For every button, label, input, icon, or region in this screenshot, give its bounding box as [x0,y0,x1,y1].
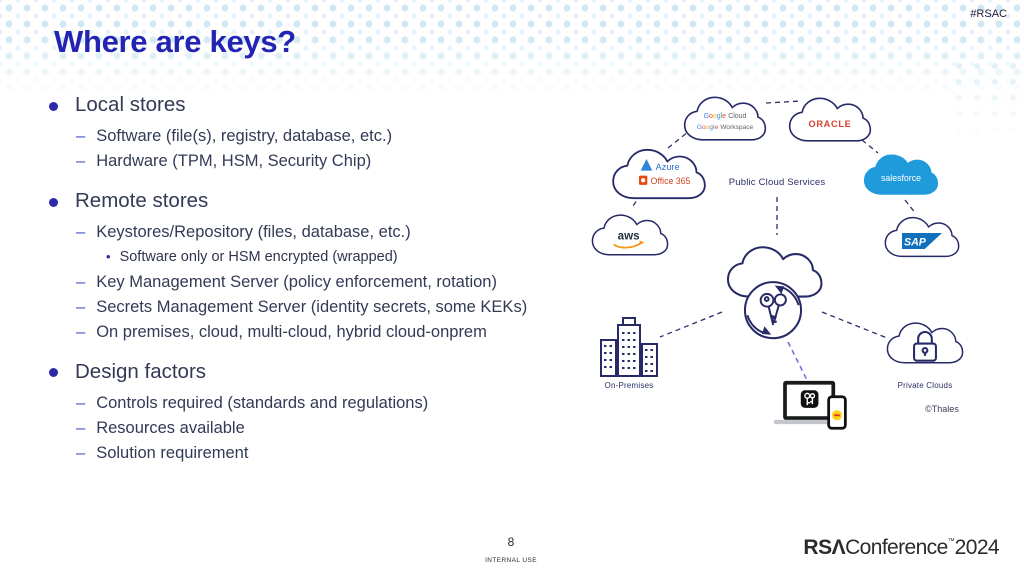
sub-item-text: Hardware (TPM, HSM, Security Chip) [96,152,372,170]
azure-cloud-icon: Azure Office 365 [612,148,706,200]
thales-credit: ©Thales [925,404,959,414]
bullet-local-stores: Local stores [46,92,621,118]
padlock-icon [913,330,937,362]
key-app-glyph [804,392,816,406]
sub-item: Key Management Server (policy enforcemen… [76,270,621,295]
bullet-label: Remote stores [75,189,209,212]
sap-cloud-icon: SAP [884,216,960,258]
connector-key-onprem [659,311,723,338]
key-app-icon [800,390,819,408]
hashtag-label: #RSAC [970,8,1007,20]
connector-key-devices [787,341,809,383]
dotted-pattern [0,0,1024,96]
on-premises-icon [600,317,658,377]
sub-item: Secrets Management Server (identity secr… [76,295,621,320]
page-title: Where are keys? [54,24,296,59]
azure-logo-icon [640,159,653,171]
phone-app-detail [834,414,840,417]
rsa-logo-conference: Conference [845,536,948,559]
bullet-label: Design factors [75,359,207,383]
sub-item: Hardware (TPM, HSM, Security Chip) [76,149,621,174]
page-number: 8 [507,535,515,549]
connector-salesforce-sap [904,199,917,215]
sub-item: Solution requirement [76,441,621,466]
diagram-connectors [630,100,917,383]
connector-key-private [821,311,888,339]
sub-item-text: Key Management Server (policy enforcemen… [96,272,497,291]
sub-item: Keystores/Repository (files, database, e… [76,220,621,245]
sub-item-text: Controls required (standards and regulat… [96,393,429,412]
key-rotation-circle [743,281,803,340]
sub-item-text: On premises, cloud, multi-cloud, hybrid … [96,322,487,341]
aws-swoosh [613,241,643,249]
outline-list: Local stores Software (file(s), registry… [46,88,621,466]
bullet-remote-stores: Remote stores [46,188,621,214]
sub-sub-item: Software only or HSM encrypted (wrapped) [106,245,621,270]
oracle-label: ORACLE [808,119,851,129]
laptop-base [773,419,845,425]
on-premises-label: On-Premises [604,381,654,390]
connector-azure-google [667,131,689,149]
sub-item: Software (file(s), registry, database, e… [76,124,621,149]
rsa-logo-year: 2024 [954,536,1000,559]
laptop-icon [773,380,847,430]
dotted-pattern-right [950,58,1024,138]
azure-label: Azure [656,162,680,172]
sub-item: Controls required (standards and regulat… [76,391,621,416]
rotation-arrows-icon [746,285,800,335]
salesforce-label: salesforce [881,173,921,183]
sub-sub-item-text: Software only or HSM encrypted (wrapped) [119,249,398,265]
sub-item-text: Solution requirement [96,443,249,462]
rsa-logo-bold: RSΛ [803,536,846,559]
sub-item-text: Software (file(s), registry, database, e… [96,127,393,145]
private-clouds-label: Private Clouds [897,381,953,390]
connector-google-oracle [765,100,802,104]
aws-swoosh-tip [639,240,645,246]
keys-icon [759,292,787,326]
sub-item: Resources available [76,416,621,441]
sap-label: SAP [904,237,927,249]
salesforce-cloud-icon: salesforce [863,154,939,195]
classification-label: INTERNAL USE [485,557,537,564]
cloud-outline [612,148,706,200]
sub-item-text: Secrets Management Server (identity secr… [96,297,528,316]
bullet-label: Local stores [75,93,186,116]
public-cloud-services-label: Public Cloud Services [728,177,826,188]
oracle-cloud-icon: ORACLE [788,97,872,142]
key-management-cloud-icon [726,246,823,340]
office-logo-dot [641,178,646,183]
office-label: Office 365 [651,176,691,186]
sub-item: On premises, cloud, multi-cloud, hybrid … [76,320,621,345]
bullet-design-factors: Design factors [46,359,621,385]
rsa-logo-trademark: ™ [947,538,955,545]
private-cloud-icon [886,322,964,364]
sap-logo-shape [902,233,942,249]
sub-item-text: Resources available [96,418,245,437]
aws-cloud-icon: aws [591,214,669,256]
aws-label: aws [618,230,640,243]
connector-oracle-salesforce [861,139,879,154]
sub-item-text: Keystores/Repository (files, database, e… [96,223,411,241]
